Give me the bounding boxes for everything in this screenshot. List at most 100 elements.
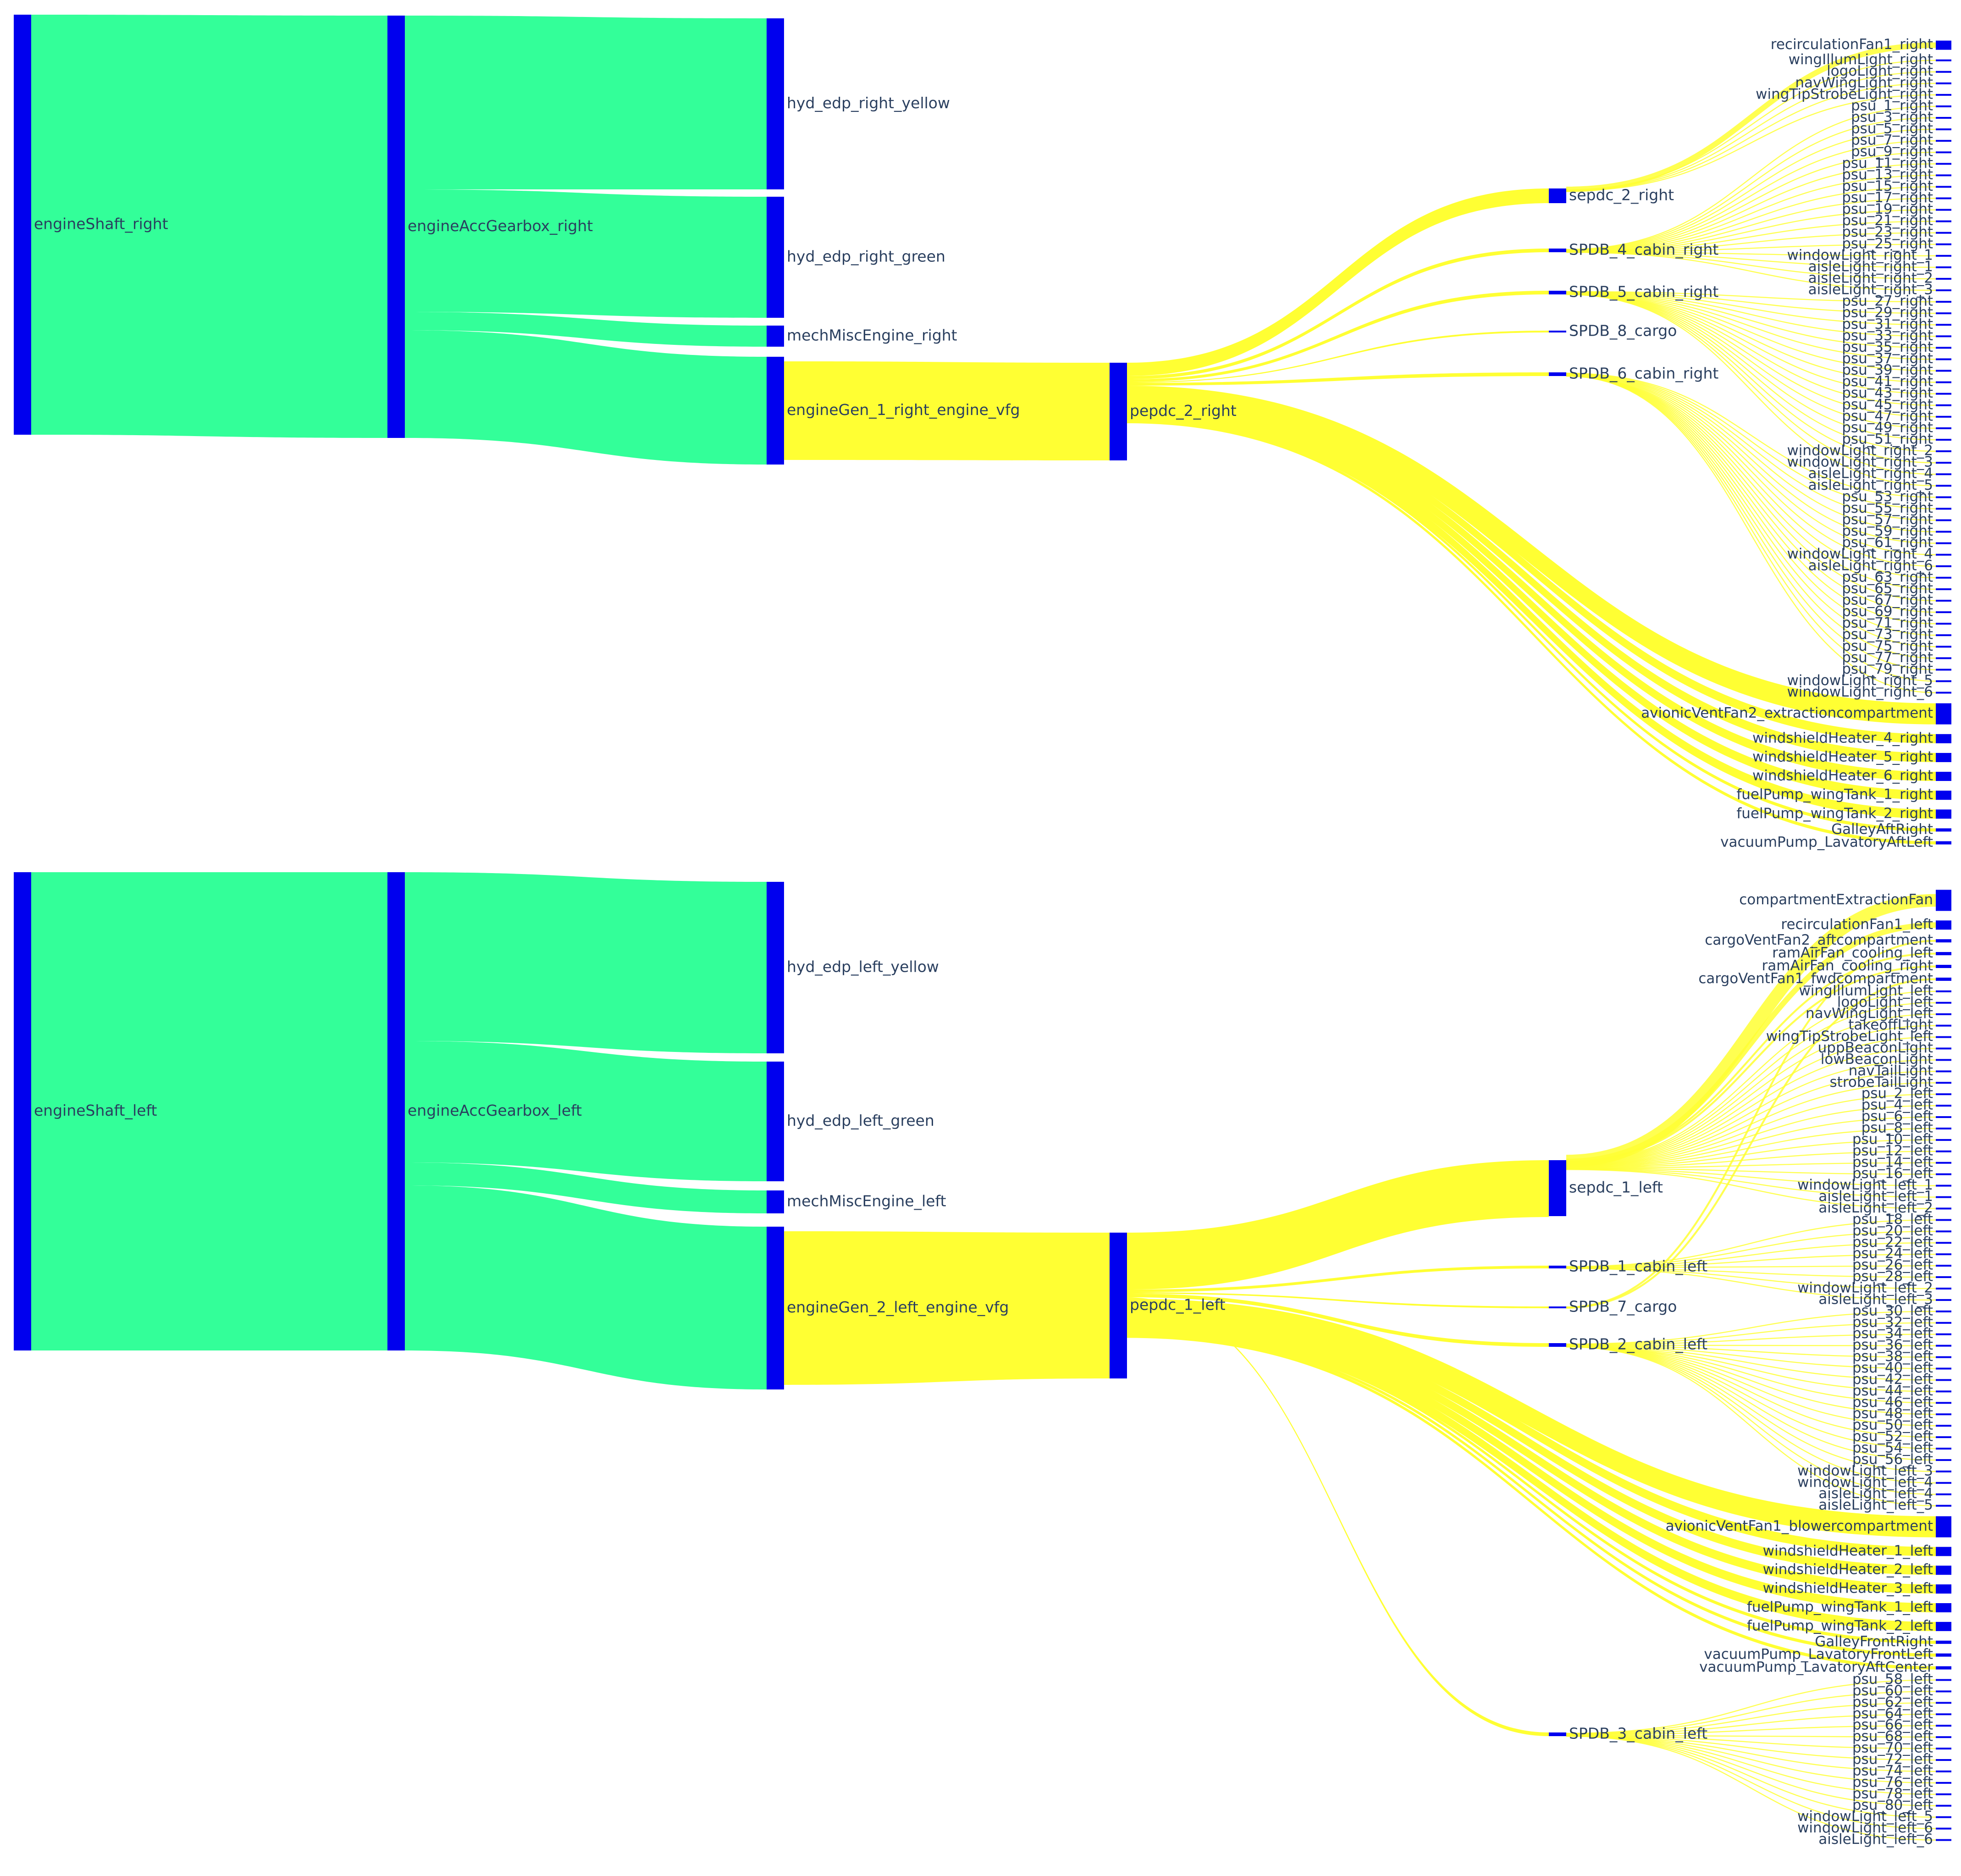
node-engineaccgearbox-left[interactable] bbox=[387, 872, 405, 1350]
sink-node-recirculationfan1-left[interactable] bbox=[1936, 920, 1951, 930]
sink-node-psu-18-left[interactable] bbox=[1936, 1219, 1951, 1221]
sink-node-aislelight-left-3[interactable] bbox=[1936, 1299, 1951, 1301]
sink-node-recirculationfan1-right[interactable] bbox=[1936, 40, 1951, 50]
sink-node-wingillumlight-right[interactable] bbox=[1936, 59, 1951, 61]
node-pepdc-1-left[interactable] bbox=[1110, 1233, 1127, 1378]
sink-node-psu-35-right[interactable] bbox=[1936, 347, 1951, 349]
sink-node-psu-41-right[interactable] bbox=[1936, 381, 1951, 383]
sink-node-aislelight-left-5[interactable] bbox=[1936, 1505, 1951, 1507]
sink-node-galleyfrontright[interactable] bbox=[1936, 1640, 1951, 1644]
sink-node-fuelpump-wingtank-2-left[interactable] bbox=[1936, 1621, 1951, 1631]
sink-node-ramairfan-cooling-right[interactable] bbox=[1936, 964, 1951, 968]
sink-node-windshieldheater-1-left[interactable] bbox=[1936, 1547, 1951, 1556]
sink-node-psu-75-right[interactable] bbox=[1936, 646, 1951, 648]
sink-node-psu-19-right[interactable] bbox=[1936, 209, 1951, 211]
sink-node-navwinglight-right[interactable] bbox=[1936, 82, 1951, 84]
sink-node-psu-34-left[interactable] bbox=[1936, 1333, 1951, 1335]
sink-node-aislelight-right-2[interactable] bbox=[1936, 277, 1951, 280]
sink-node-psu-79-right[interactable] bbox=[1936, 669, 1951, 671]
node-engineshaft-left[interactable] bbox=[14, 872, 31, 1350]
sink-node-psu-77-right[interactable] bbox=[1936, 657, 1951, 659]
sink-node-wingtipstrobelight-right[interactable] bbox=[1936, 94, 1951, 96]
sink-node-psu-28-left[interactable] bbox=[1936, 1276, 1951, 1278]
node-spdb-7-cargo[interactable] bbox=[1549, 1306, 1566, 1308]
sink-node-psu-11-right[interactable] bbox=[1936, 163, 1951, 165]
sink-node-psu-2-left[interactable] bbox=[1936, 1093, 1951, 1096]
sink-node-aislelight-right-4[interactable] bbox=[1936, 473, 1951, 476]
node-sepdc-2-right[interactable] bbox=[1549, 188, 1566, 203]
sink-node-psu-52-left[interactable] bbox=[1936, 1436, 1951, 1439]
sink-node-fuelpump-wingtank-1-left[interactable] bbox=[1936, 1603, 1951, 1612]
sink-node-psu-53-right[interactable] bbox=[1936, 496, 1951, 498]
sink-node-windshieldheater-4-right[interactable] bbox=[1936, 734, 1951, 743]
sink-node-ramairfan-cooling-left[interactable] bbox=[1936, 952, 1951, 956]
sink-node-navwinglight-left[interactable] bbox=[1936, 1013, 1951, 1015]
sink-node-vacuumpump-lavatoryaftleft[interactable] bbox=[1936, 841, 1951, 845]
sink-node-psu-43-right[interactable] bbox=[1936, 393, 1951, 395]
sink-node-fuelpump-wingtank-2-right[interactable] bbox=[1936, 809, 1951, 819]
node-spdb-2-cabin-left[interactable] bbox=[1549, 1343, 1566, 1347]
sink-node-psu-67-right[interactable] bbox=[1936, 599, 1951, 602]
sink-node-navtaillight[interactable] bbox=[1936, 1070, 1951, 1073]
sink-node-psu-58-left[interactable] bbox=[1936, 1679, 1951, 1681]
sink-node-psu-80-left[interactable] bbox=[1936, 1804, 1951, 1807]
sink-node-psu-60-left[interactable] bbox=[1936, 1690, 1951, 1693]
sink-node-logolight-right[interactable] bbox=[1936, 71, 1951, 73]
sink-node-psu-65-right[interactable] bbox=[1936, 588, 1951, 590]
sink-node-psu-25-right[interactable] bbox=[1936, 243, 1951, 245]
sink-node-windowlight-left-4[interactable] bbox=[1936, 1482, 1951, 1484]
sink-node-fuelpump-wingtank-1-right[interactable] bbox=[1936, 791, 1951, 800]
sink-node-psu-20-left[interactable] bbox=[1936, 1230, 1951, 1233]
sink-node-psu-36-left[interactable] bbox=[1936, 1345, 1951, 1347]
sink-node-psu-39-right[interactable] bbox=[1936, 370, 1951, 372]
sink-node-psu-38-left[interactable] bbox=[1936, 1356, 1951, 1358]
sink-node-psu-16-left[interactable] bbox=[1936, 1173, 1951, 1175]
sink-node-psu-26-left[interactable] bbox=[1936, 1265, 1951, 1267]
node-mechmiscengine-right[interactable] bbox=[767, 326, 784, 347]
sink-node-windowlight-left-1[interactable] bbox=[1936, 1184, 1951, 1187]
sink-node-psu-31-right[interactable] bbox=[1936, 324, 1951, 326]
sink-node-psu-50-left[interactable] bbox=[1936, 1425, 1951, 1427]
sink-node-windshieldheater-3-left[interactable] bbox=[1936, 1584, 1951, 1594]
sink-node-psu-1-right[interactable] bbox=[1936, 105, 1951, 107]
node-enginegen-2-left-engine-vfg[interactable] bbox=[767, 1227, 784, 1389]
sink-node-takeofflight[interactable] bbox=[1936, 1024, 1951, 1027]
sink-node-galleyaftright[interactable] bbox=[1936, 828, 1951, 832]
sink-node-windowlight-right-1[interactable] bbox=[1936, 255, 1951, 257]
node-hyd-edp-right-green[interactable] bbox=[767, 197, 784, 318]
sink-node-psu-33-right[interactable] bbox=[1936, 335, 1951, 338]
sink-node-windowlight-left-2[interactable] bbox=[1936, 1287, 1951, 1289]
sink-node-psu-42-left[interactable] bbox=[1936, 1379, 1951, 1381]
sink-node-psu-29-right[interactable] bbox=[1936, 312, 1951, 315]
sink-node-windowlight-left-3[interactable] bbox=[1936, 1470, 1951, 1472]
sink-node-windowlight-right-6[interactable] bbox=[1936, 692, 1951, 694]
sink-node-logolight-left[interactable] bbox=[1936, 1002, 1951, 1004]
sink-node-wingillumlight-left[interactable] bbox=[1936, 990, 1951, 992]
sink-node-psu-6-left[interactable] bbox=[1936, 1116, 1951, 1118]
node-hyd-edp-right-yellow[interactable] bbox=[767, 18, 784, 189]
node-enginegen-1-right-engine-vfg[interactable] bbox=[767, 357, 784, 465]
sink-node-psu-72-left[interactable] bbox=[1936, 1759, 1951, 1761]
sink-node-psu-5-right[interactable] bbox=[1936, 128, 1951, 131]
sink-node-psu-59-right[interactable] bbox=[1936, 531, 1951, 533]
sink-node-psu-71-right[interactable] bbox=[1936, 623, 1951, 625]
sink-node-vacuumpump-lavatoryaftcenter[interactable] bbox=[1936, 1666, 1951, 1670]
sink-node-compartmentextractionfan[interactable] bbox=[1936, 890, 1951, 911]
sink-node-psu-14-left[interactable] bbox=[1936, 1162, 1951, 1164]
sink-node-psu-3-right[interactable] bbox=[1936, 117, 1951, 119]
sink-node-psu-66-left[interactable] bbox=[1936, 1725, 1951, 1727]
sink-node-avionicventfan1-blowercompartment[interactable] bbox=[1936, 1516, 1951, 1538]
sink-node-psu-56-left[interactable] bbox=[1936, 1459, 1951, 1461]
sink-node-psu-62-left[interactable] bbox=[1936, 1702, 1951, 1704]
sink-node-psu-68-left[interactable] bbox=[1936, 1736, 1951, 1738]
sink-node-windshieldheater-6-right[interactable] bbox=[1936, 772, 1951, 781]
sink-node-psu-54-left[interactable] bbox=[1936, 1447, 1951, 1450]
node-engineaccgearbox-right[interactable] bbox=[387, 16, 405, 438]
sink-node-wingtipstrobelight-left[interactable] bbox=[1936, 1036, 1951, 1038]
sink-node-psu-9-right[interactable] bbox=[1936, 151, 1951, 154]
sink-node-psu-63-right[interactable] bbox=[1936, 576, 1951, 579]
sink-node-psu-46-left[interactable] bbox=[1936, 1402, 1951, 1404]
sink-node-psu-69-right[interactable] bbox=[1936, 611, 1951, 614]
sink-node-psu-70-left[interactable] bbox=[1936, 1748, 1951, 1750]
sink-node-psu-73-right[interactable] bbox=[1936, 634, 1951, 636]
